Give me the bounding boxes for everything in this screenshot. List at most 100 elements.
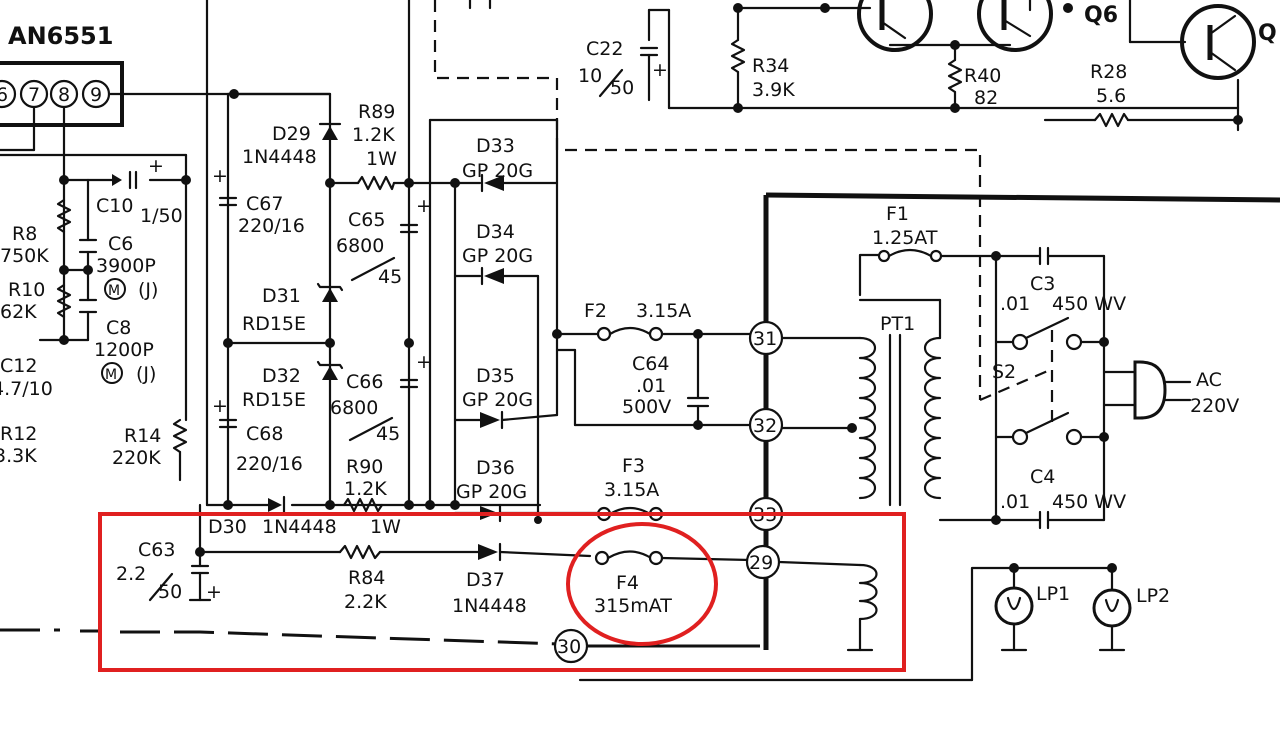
top-region: Q6 Q C22 10 50 + R34 3.9K R40 82 R28 5.6 bbox=[433, 0, 1277, 400]
c6-label: C6 bbox=[108, 233, 133, 255]
q6-label: Q6 bbox=[1084, 3, 1118, 28]
r34-value: 3.9K bbox=[752, 79, 795, 101]
c68-value: 220/16 bbox=[236, 453, 303, 475]
c64-label: C64 bbox=[632, 353, 669, 375]
r14-value: 220K bbox=[112, 447, 161, 469]
c10-value: 1/50 bbox=[140, 205, 183, 227]
c12-value: 4.7/10 bbox=[0, 378, 53, 400]
r34-label: R34 bbox=[752, 55, 789, 77]
pt1-primary-coil bbox=[858, 336, 877, 500]
lp2-label: LP2 bbox=[1136, 585, 1170, 607]
c6-m: M bbox=[108, 283, 120, 299]
c67-value: 220/16 bbox=[238, 215, 305, 237]
ic-pin-6: 6 bbox=[0, 84, 8, 106]
c8-m: M bbox=[105, 367, 117, 383]
c8-label: C8 bbox=[106, 317, 131, 339]
d32-value: RD15E bbox=[242, 389, 306, 411]
ic-pin-9: 9 bbox=[90, 84, 102, 106]
f4-value: 315mAT bbox=[594, 595, 672, 617]
c63-label: C63 bbox=[138, 539, 175, 561]
lp1-icon bbox=[994, 586, 1034, 626]
r12-label: R12 bbox=[0, 423, 37, 445]
c67-plus: + bbox=[212, 165, 228, 187]
c63-plus: + bbox=[206, 581, 222, 603]
c22-plus: + bbox=[652, 59, 668, 81]
d36-value: GP 20G bbox=[456, 481, 527, 503]
d34-label: D34 bbox=[476, 221, 515, 243]
d29-label: D29 bbox=[272, 123, 311, 145]
d31-value: RD15E bbox=[242, 313, 306, 335]
ic-an6551: AN6551 6 7 8 9 bbox=[0, 22, 124, 127]
q-label: Q bbox=[1258, 21, 1277, 46]
d30-label: D30 bbox=[208, 516, 247, 538]
lp2-icon bbox=[1092, 588, 1132, 628]
rail-wires bbox=[205, 0, 559, 507]
c3-volt: 450 WV bbox=[1052, 293, 1126, 315]
r40-label: R40 bbox=[964, 65, 1001, 87]
c67-label: C67 bbox=[246, 193, 283, 215]
r90-label: R90 bbox=[346, 456, 383, 478]
ac-label: AC bbox=[1196, 369, 1222, 391]
r14-label: R14 bbox=[124, 425, 161, 447]
c22-value-b: 50 bbox=[610, 77, 634, 99]
r10-label: R10 bbox=[8, 279, 45, 301]
c4-value: .01 bbox=[1000, 491, 1030, 513]
c65-value-a: 6800 bbox=[336, 235, 384, 257]
r28-label: R28 bbox=[1090, 61, 1127, 83]
rail-components bbox=[218, 89, 460, 515]
c10-plus: + bbox=[148, 155, 164, 177]
terminal-31-label: 31 bbox=[753, 328, 777, 350]
d31-label: D31 bbox=[262, 285, 301, 307]
c4-label: C4 bbox=[1030, 466, 1055, 488]
highlighted-circuit: 29 30 C63 2.2 50 + R84 2.2K D37 1N4448 F… bbox=[0, 503, 878, 664]
ic-pin-8: 8 bbox=[58, 84, 70, 106]
r89-label: R89 bbox=[358, 101, 395, 123]
terminal-32 bbox=[748, 407, 784, 443]
lamp-section: LP1 LP2 bbox=[578, 563, 1170, 682]
r8-label: R8 bbox=[12, 223, 37, 245]
c63-value-b: 50 bbox=[158, 581, 182, 603]
f2-label: F2 bbox=[584, 300, 607, 322]
d33-value: GP 20G bbox=[462, 160, 533, 182]
f4-label: F4 bbox=[616, 572, 639, 594]
r84-label: R84 bbox=[348, 567, 385, 589]
c22-value-a: 10 bbox=[578, 65, 602, 87]
c68-label: C68 bbox=[246, 423, 283, 445]
r89-watt: 1W bbox=[366, 148, 397, 170]
d30-value: 1N4448 bbox=[262, 516, 337, 538]
c64-value: .01 bbox=[636, 375, 666, 397]
c6-j: (J) bbox=[138, 279, 158, 301]
c65-value-b: 45 bbox=[378, 266, 402, 288]
c66-plus: + bbox=[416, 351, 432, 373]
terminal-32-label: 32 bbox=[753, 415, 777, 437]
s2-label: S2 bbox=[992, 361, 1016, 383]
d34-value: GP 20G bbox=[462, 245, 533, 267]
c65-plus: + bbox=[416, 195, 432, 217]
rail-labels: R89 1.2K 1W D29 1N4448 C67 220/16 C65 68… bbox=[208, 101, 432, 538]
r84-value: 2.2K bbox=[344, 591, 387, 613]
left-network-components bbox=[56, 170, 191, 477]
c3-label: C3 bbox=[1030, 273, 1055, 295]
highlight-ellipse bbox=[566, 522, 718, 646]
f3-label: F3 bbox=[622, 455, 645, 477]
c8-j: (J) bbox=[136, 363, 156, 385]
fuse-section: F2 3.15A C64 .01 500V F3 3.15A 31 32 33 bbox=[555, 192, 1280, 650]
f4-fuse-element bbox=[606, 550, 653, 560]
lp1-label: LP1 bbox=[1036, 583, 1070, 605]
c6-m-icon bbox=[104, 278, 126, 300]
ic-name: AN6551 bbox=[8, 22, 113, 50]
f1-value: 1.25AT bbox=[872, 227, 938, 249]
r90-watt: 1W bbox=[370, 516, 401, 538]
c66-value-b: 45 bbox=[376, 423, 400, 445]
r12-value: 3.3K bbox=[0, 445, 37, 467]
c68-plus: + bbox=[212, 395, 228, 417]
c12-label: C12 bbox=[0, 355, 37, 377]
ac-plug-icon bbox=[1133, 360, 1167, 420]
f4-terminal-right bbox=[648, 550, 664, 566]
c66-label: C66 bbox=[346, 371, 383, 393]
c64-volt: 500V bbox=[622, 396, 671, 418]
r10-value: 62K bbox=[0, 301, 37, 323]
d35-label: D35 bbox=[476, 365, 515, 387]
transistor-q-icon bbox=[1180, 4, 1256, 80]
